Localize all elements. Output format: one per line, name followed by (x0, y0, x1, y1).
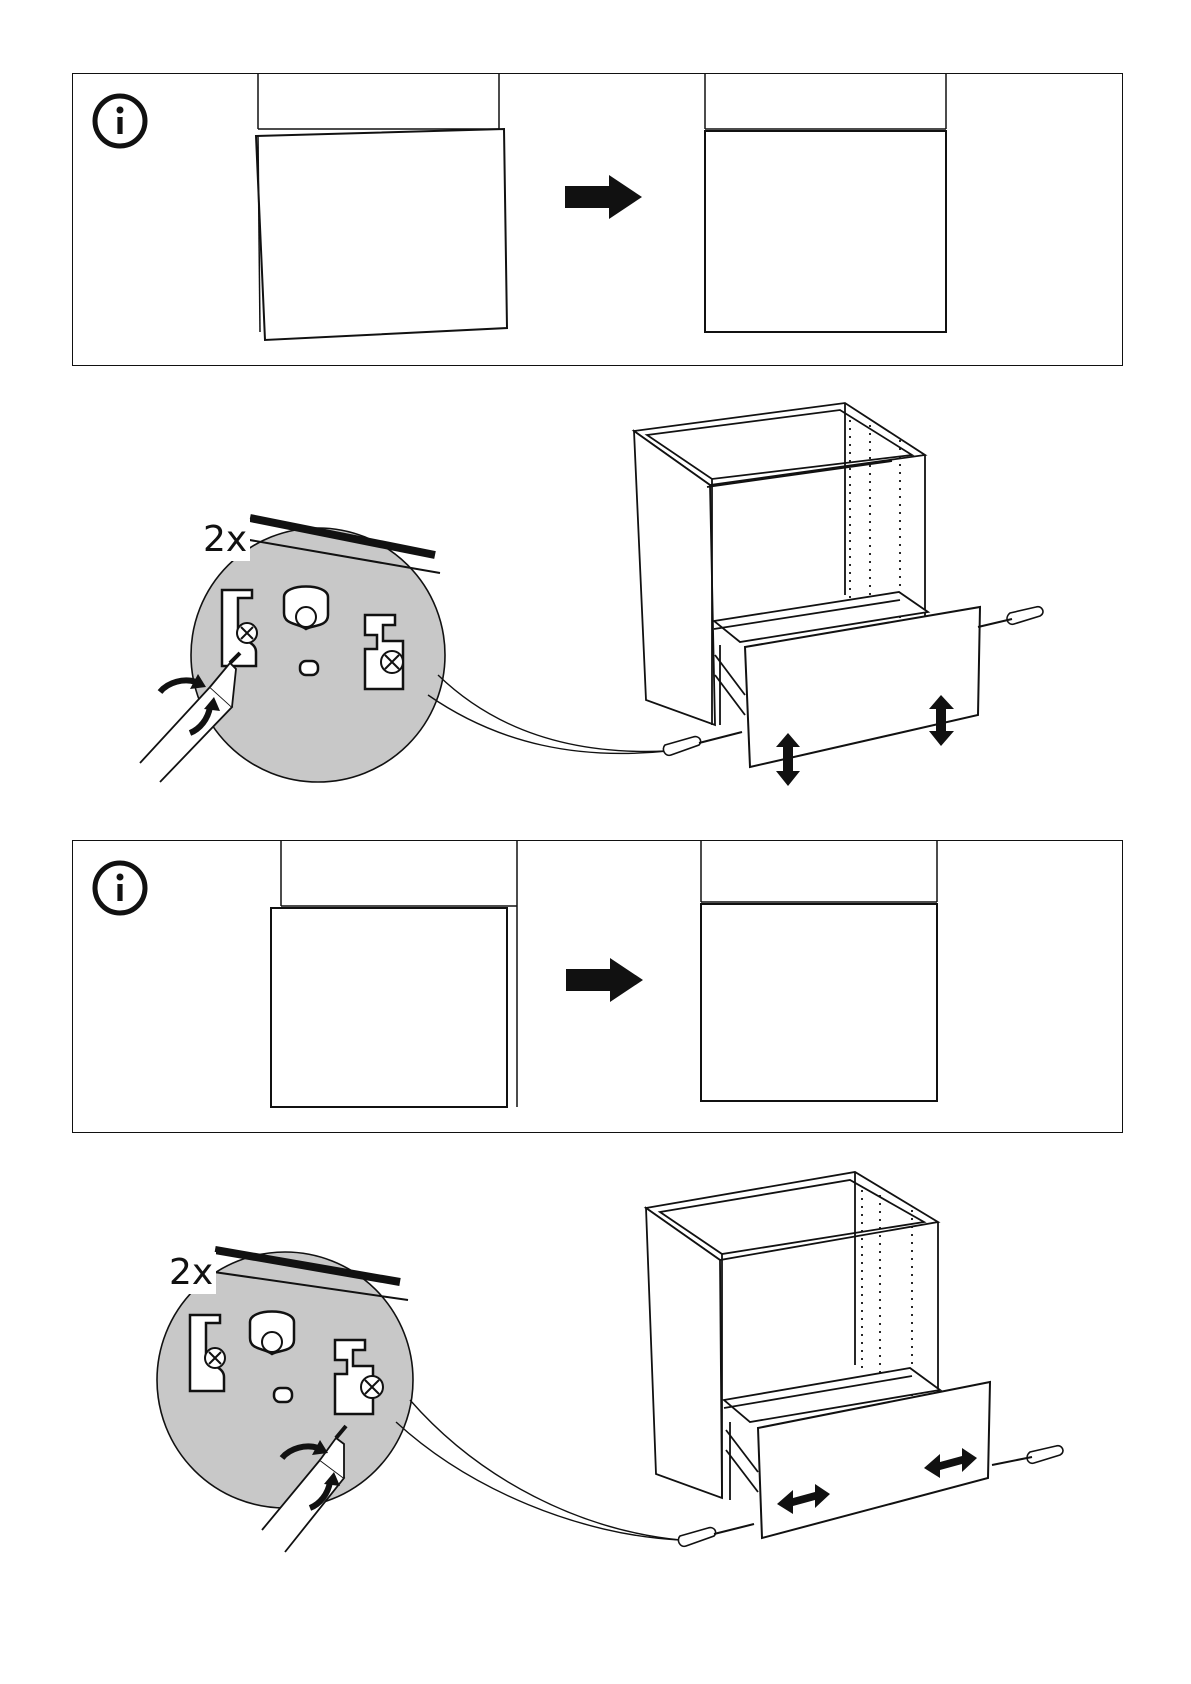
info-panel-horizontal-illustration (73, 841, 1124, 1134)
detail-leader-line (438, 675, 667, 751)
info-panel-vertical-alignment (72, 73, 1123, 366)
arrow-right-icon (566, 958, 643, 1002)
screwdriver-icon-right (978, 607, 1043, 627)
info-circle-icon (95, 96, 145, 146)
arrow-right-icon (565, 175, 642, 219)
info-circle-icon (95, 863, 145, 913)
step-vertical-adjust: 2x (0, 395, 1191, 815)
info-panel-vertical-illustration (73, 74, 1124, 367)
door-shifted-before (271, 841, 517, 1107)
quantity-label: 2x (200, 519, 250, 561)
step-horizontal-illustration: 2x (0, 1160, 1191, 1580)
detail-leader-line (410, 1400, 680, 1540)
door-aligned-after (701, 841, 937, 1101)
screwdriver-icon-right (992, 1446, 1063, 1465)
quantity-label: 2x (166, 1252, 216, 1294)
step-horizontal-adjust: 2x (0, 1160, 1191, 1580)
base-cabinet-with-drawer (634, 403, 980, 767)
screwdriver-icon-left (663, 732, 742, 755)
screwdriver-icon-left (678, 1524, 754, 1546)
step-vertical-illustration: 2x (0, 395, 1191, 815)
door-misaligned-before (256, 74, 507, 340)
base-cabinet-with-drawer (646, 1172, 990, 1538)
door-aligned-after (705, 74, 946, 332)
info-panel-horizontal-alignment (72, 840, 1123, 1133)
